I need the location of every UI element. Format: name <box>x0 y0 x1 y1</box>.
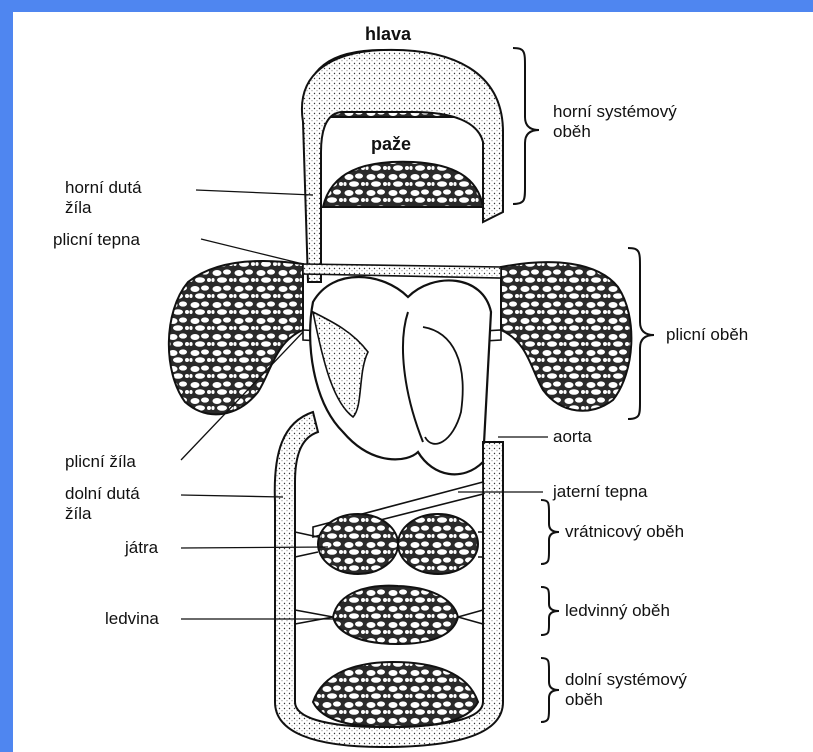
right-lung <box>501 262 631 411</box>
gut-capillary-bed <box>398 514 478 574</box>
label-aorta: aorta <box>553 427 592 447</box>
label-lower-systemic: dolní systémový oběh <box>565 670 687 710</box>
diagram-canvas: hlava paže horní dutá žíla plicní tepna … <box>13 12 813 752</box>
label-superior-vena-cava: horní dutá žíla <box>65 178 142 218</box>
lower-body-capillary-bed <box>313 662 478 727</box>
pulmonary-artery-vessel <box>303 264 501 278</box>
label-inferior-vena-cava: dolní dutá žíla <box>65 484 140 524</box>
left-lung <box>169 261 303 414</box>
arm-capillary-bed <box>323 162 483 207</box>
label-upper-systemic: horní systémový oběh <box>553 102 677 142</box>
label-pulmonary-artery: plicní tepna <box>53 230 140 250</box>
circulation-diagram <box>13 12 813 752</box>
kidney-capillary-bed <box>333 586 458 644</box>
liver-capillary-bed <box>318 514 398 574</box>
label-head: hlava <box>365 24 411 44</box>
label-hepatic-artery: jaterní tepna <box>553 482 648 502</box>
label-pulmonary-vein: plicní žíla <box>65 452 136 472</box>
label-liver: játra <box>125 538 158 558</box>
label-renal-circulation: ledvinný oběh <box>565 601 670 621</box>
label-pulmonary-circulation: plicní oběh <box>666 325 748 345</box>
label-arms: paže <box>371 134 411 154</box>
label-kidney: ledvina <box>105 609 159 629</box>
label-portal-circulation: vrátnicový oběh <box>565 522 684 542</box>
